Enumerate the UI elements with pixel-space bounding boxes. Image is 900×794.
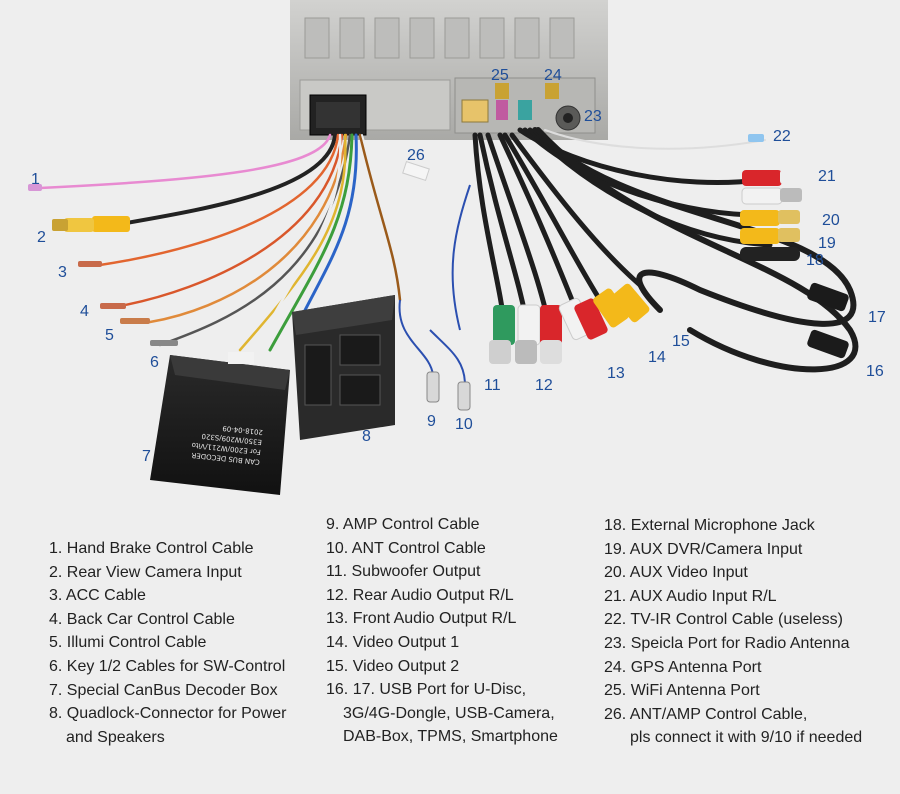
legend-column-3: 18. External Microphone Jack 19. AUX DVR…	[604, 514, 894, 750]
callout-12: 12	[535, 377, 553, 394]
callout-26: 26	[407, 147, 425, 164]
legend-item: 12. Rear Audio Output R/L	[326, 586, 514, 604]
callout-5: 5	[105, 327, 114, 344]
callout-15: 15	[672, 333, 690, 350]
amp-ant-terminals	[426, 371, 471, 411]
callout-24: 24	[544, 67, 562, 84]
mic-jack	[740, 247, 800, 261]
callout-8: 8	[362, 428, 371, 445]
callout-19: 19	[818, 235, 836, 252]
usb-plug-16	[807, 329, 849, 359]
callout-21: 21	[818, 168, 836, 185]
legend-item: 21. AUX Audio Input R/L	[604, 587, 777, 605]
callout-25: 25	[491, 67, 509, 84]
legend-column-2: 9. AMP Control Cable 10. ANT Control Cab…	[326, 513, 596, 749]
legend-column-1: 1. Hand Brake Control Cable 2. Rear View…	[49, 537, 319, 749]
main-harness-plug	[309, 94, 367, 136]
wiring-diagram: CAN BUS DECODER For E200/W211/Vito E350/…	[28, 0, 886, 495]
legend-item: 13. Front Audio Output R/L	[326, 610, 517, 628]
legend-item: 1. Hand Brake Control Cable	[49, 540, 254, 557]
legend-item: pls connect it with 9/10 if needed	[630, 729, 863, 747]
callout-10: 10	[455, 416, 473, 433]
callout-11: 11	[484, 377, 501, 394]
callout-14: 14	[648, 349, 666, 366]
canbus-decoder-box: CAN BUS DECODER For E200/W211/Vito E350/…	[150, 352, 290, 495]
legend-item: 18. External Microphone Jack	[604, 517, 815, 534]
amp-ant-wires	[398, 184, 471, 386]
wire-bundle-right	[472, 127, 859, 373]
usb-plug-17	[807, 282, 849, 312]
callout-18: 18	[806, 252, 824, 269]
legend-item: and Speakers	[66, 728, 165, 746]
callout-16: 16	[866, 363, 884, 380]
legend-item: 4. Back Car Control Cable	[49, 610, 235, 628]
legend-item: 14. Video Output 1	[326, 633, 460, 651]
callout-13: 13	[607, 365, 625, 382]
legend-item: 20. AUX Video Input	[604, 564, 748, 582]
antenna-port-gps	[518, 83, 559, 120]
legend-item: 8. Quadlock-Connector for Power	[49, 705, 287, 723]
legend-item: 24. GPS Antenna Port	[604, 658, 762, 676]
wire-bundle-left	[38, 133, 431, 352]
legend-item: 5. Illumi Control Cable	[49, 634, 207, 652]
callout-3: 3	[58, 264, 67, 281]
callout-20: 20	[822, 212, 840, 229]
callout-9: 9	[427, 413, 436, 430]
callout-23: 23	[584, 108, 602, 125]
callout-4: 4	[80, 303, 89, 320]
legend-item: 19. AUX DVR/Camera Input	[604, 540, 803, 558]
output-rca-group	[489, 283, 650, 364]
legend-item: 6. Key 1/2 Cables for SW-Control	[49, 657, 286, 675]
legend-item: 10. ANT Control Cable	[326, 539, 486, 557]
callout-2: 2	[37, 229, 46, 246]
wire-tips-left	[28, 184, 178, 346]
aux-rca-group	[740, 170, 802, 244]
legend-item: 22. TV-IR Control Cable (useless)	[604, 611, 843, 629]
callout-1: 1	[31, 171, 40, 188]
legend-item: 3G/4G-Dongle, USB-Camera,	[343, 704, 555, 722]
tv-ir-tip	[748, 134, 764, 142]
legend-item: 3. ACC Cable	[49, 587, 146, 605]
callout-numbers: 1 2 3 4 5 6 7 8 9 10 11 12 13 14 15 16 1…	[31, 67, 886, 465]
legend-item: DAB-Box, TPMS, Smartphone	[343, 728, 558, 746]
legend-item: 23. Speicla Port for Radio Antenna	[604, 634, 850, 652]
legend-item: 2. Rear View Camera Input	[49, 563, 242, 581]
legend-item: 26. ANT/AMP Control Cable,	[604, 705, 808, 723]
rca-rear-camera	[52, 216, 130, 232]
legend-item: 11. Subwoofer Output	[326, 563, 481, 581]
antenna-port-wifi	[495, 83, 509, 120]
legend-item: 15. Video Output 2	[326, 657, 460, 675]
callout-6: 6	[150, 354, 159, 371]
callout-7: 7	[142, 448, 151, 465]
legend-item: 9. AMP Control Cable	[326, 516, 480, 533]
callout-22: 22	[773, 128, 791, 145]
quadlock-connector	[292, 295, 395, 440]
legend-item: 7. Special CanBus Decoder Box	[49, 681, 278, 699]
legend-item: 25. WiFi Antenna Port	[604, 682, 760, 700]
callout-17: 17	[868, 309, 886, 326]
legend-item: 16. 17. USB Port for U-Disc,	[326, 681, 527, 699]
